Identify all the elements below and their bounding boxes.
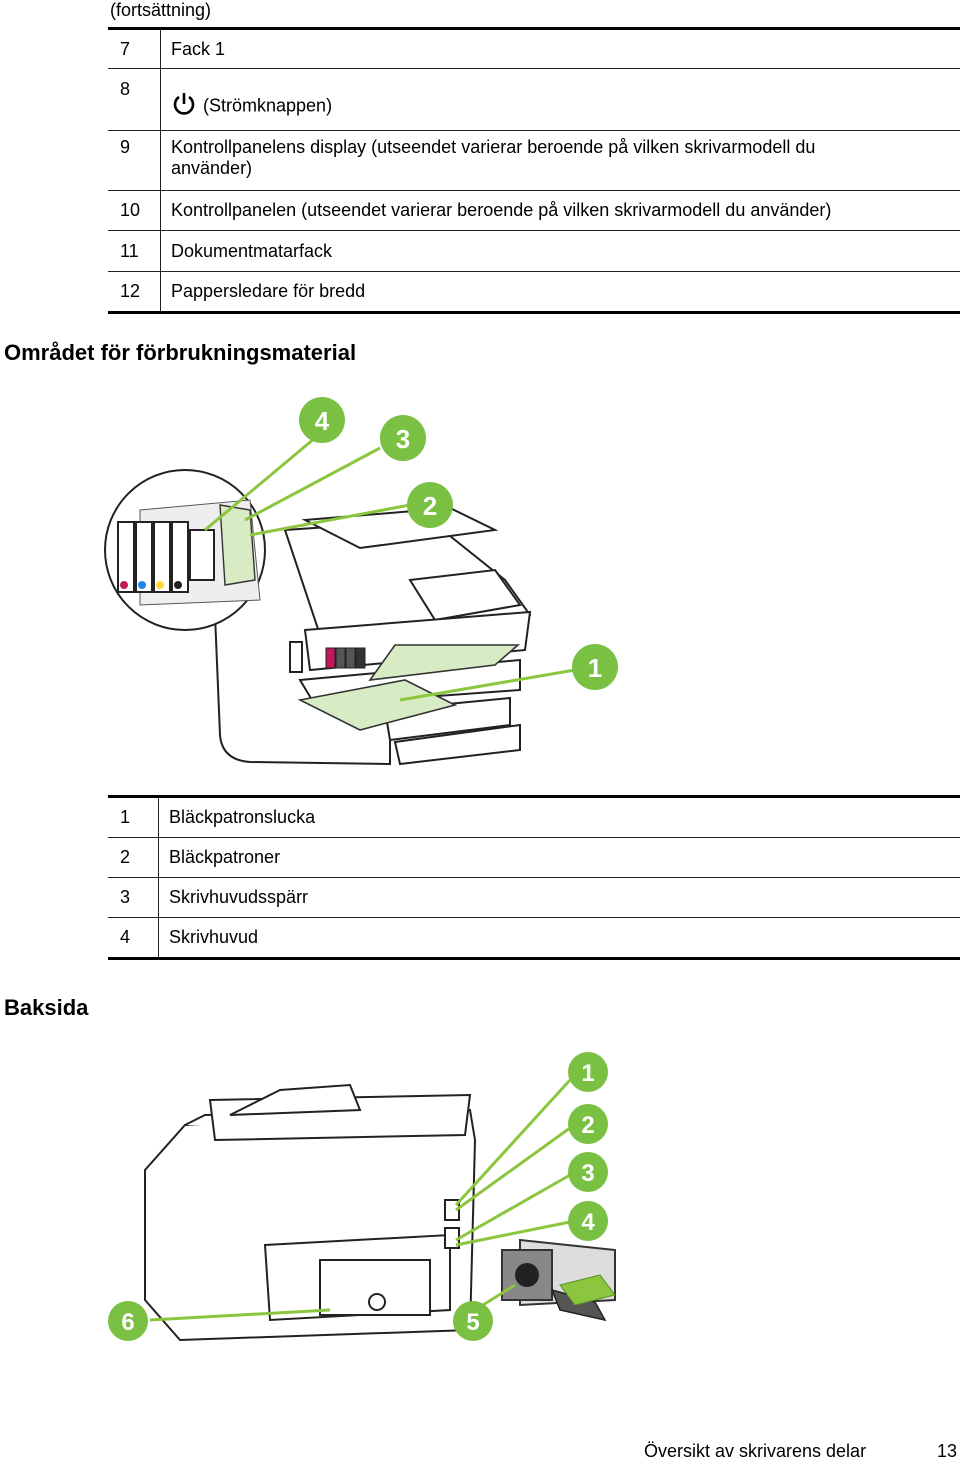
callout-5: 5 — [466, 1309, 479, 1336]
table-row: 2 Bläckpatroner — [108, 837, 960, 878]
callout-circle — [568, 1201, 608, 1241]
part-description: Dokumentmatarfack — [160, 230, 960, 272]
part-number: 1 — [108, 795, 159, 838]
table-row: 11 Dokumentmatarfack — [108, 230, 960, 272]
callout-2: 2 — [581, 1112, 594, 1139]
power-icon — [171, 91, 197, 122]
table-row: 10 Kontrollpanelen (utseendet varierar b… — [108, 190, 960, 231]
continued-label: (fortsättning) — [110, 0, 212, 20]
part-number: 9 — [108, 130, 161, 191]
table-row: 12 Pappersledare för bredd — [108, 271, 960, 314]
callout-circle — [568, 1104, 608, 1144]
part-description: Bläckpatronslucka — [158, 795, 960, 838]
part-description: Bläckpatroner — [158, 837, 960, 878]
callout-4: 4 — [315, 406, 330, 436]
callout-lines — [149, 1078, 572, 1322]
callout-3: 3 — [581, 1160, 594, 1187]
table-row: 3 Skrivhuvudsspärr — [108, 877, 960, 918]
part-number: 10 — [108, 190, 161, 231]
callout-3: 3 — [396, 424, 410, 454]
page-number: 13 — [937, 1441, 958, 1461]
callout-1: 1 — [588, 653, 602, 683]
part-description: Kontrollpanelen (utseendet varierar bero… — [160, 190, 960, 231]
parts-table-top: 7 Fack 1 8 (Strömknappen) 9 Kontrollpane… — [108, 27, 960, 314]
callout-circle — [572, 644, 618, 690]
back-side-illustration: 1 2 3 4 5 6 — [108, 1052, 616, 1342]
part-number: 7 — [108, 27, 161, 69]
callout-6: 6 — [121, 1309, 134, 1336]
hp-logo-icon — [368, 1293, 386, 1311]
part-number: 4 — [108, 917, 159, 960]
table-row: 1 Bläckpatronslucka — [108, 795, 960, 838]
callout-circle — [568, 1052, 608, 1092]
part-description: Kontrollpanelens display (utseendet vari… — [160, 130, 960, 191]
cartridges-small — [325, 647, 366, 669]
part-description: Fack 1 — [160, 27, 960, 69]
paper-tray-shape — [297, 679, 458, 731]
table-row: 9 Kontrollpanelens display (utseendet va… — [108, 130, 960, 191]
part-description: Pappersledare för bredd — [160, 271, 960, 314]
table-row: 4 Skrivhuvud — [108, 917, 960, 960]
callout-4: 4 — [581, 1209, 595, 1236]
callout-circle — [407, 482, 453, 528]
part-description: Skrivhuvudsspärr — [158, 877, 960, 918]
callout-lines — [204, 436, 576, 702]
footer-title: Översikt av skrivarens delar — [644, 1441, 867, 1461]
callout-circle — [380, 415, 426, 461]
supplies-heading: Området för förbrukningsmaterial — [4, 340, 357, 365]
part-number: 2 — [108, 837, 159, 878]
part-number: 12 — [108, 271, 161, 314]
callout-circle — [568, 1152, 608, 1192]
cartridge-door-shape — [368, 644, 521, 682]
zoom-detail — [104, 469, 266, 631]
power-inset — [501, 1238, 616, 1322]
back-heading: Baksida — [4, 995, 89, 1020]
table-row: 8 (Strömknappen) — [108, 68, 960, 131]
supplies-area-illustration: 4 3 2 1 — [104, 397, 618, 766]
callout-2: 2 — [423, 491, 437, 521]
part-description: Skrivhuvud — [158, 917, 960, 960]
callout-circle — [453, 1301, 493, 1341]
callout-1: 1 — [581, 1060, 594, 1087]
supplies-table: 1 Bläckpatronslucka 2 Bläckpatroner 3 Sk… — [108, 795, 960, 960]
part-description: (Strömknappen) — [203, 95, 333, 116]
arrow-icon — [559, 1274, 616, 1306]
printer-back-drawing — [144, 1083, 477, 1342]
callout-circle — [299, 397, 345, 443]
table-row: 7 Fack 1 — [108, 27, 960, 69]
part-number: 8 — [108, 68, 161, 131]
part-number: 11 — [108, 230, 161, 272]
callout-circle — [108, 1301, 148, 1341]
part-number: 3 — [108, 877, 159, 918]
